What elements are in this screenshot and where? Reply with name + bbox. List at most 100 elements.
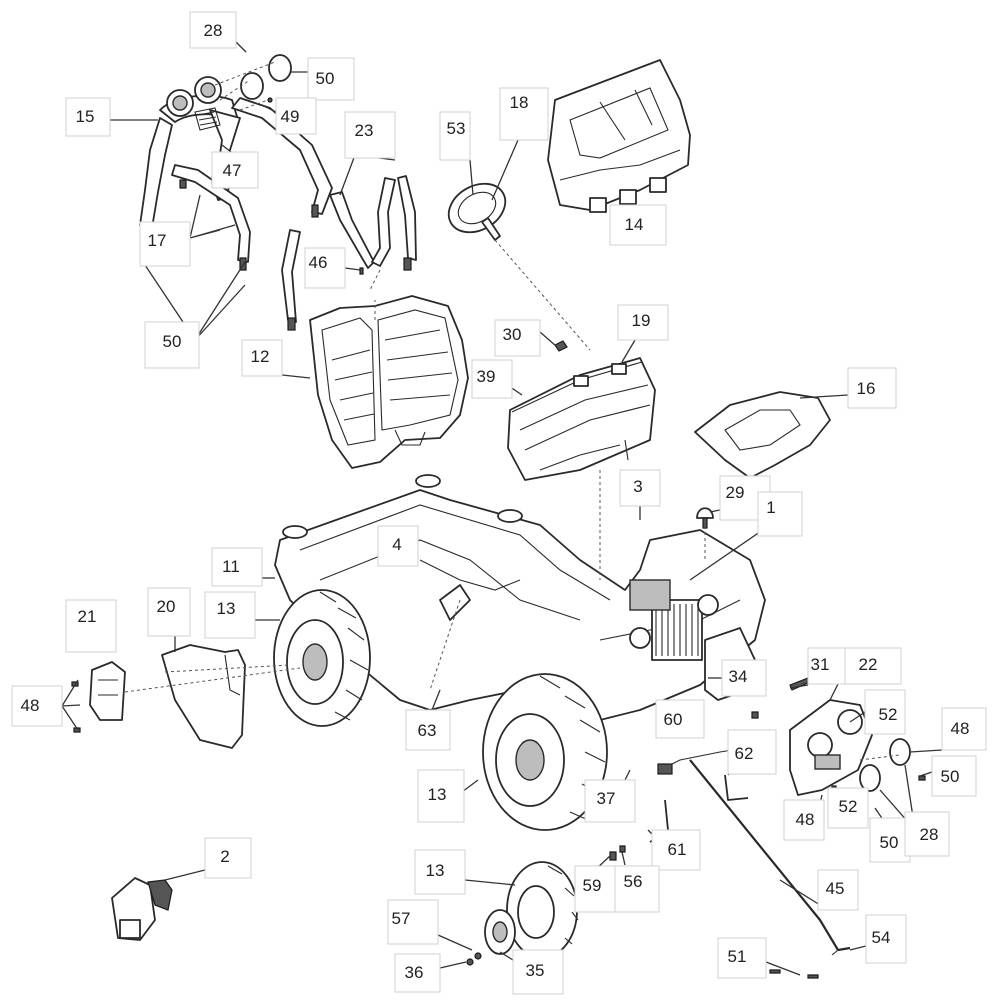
svg-text:56: 56 (624, 872, 643, 891)
seat (309, 295, 469, 469)
callout-30: 30 (494, 319, 541, 357)
callout-13: 13 (417, 769, 465, 823)
callout-20: 20 (147, 587, 191, 637)
callout-19: 19 (617, 304, 669, 341)
callout-1: 1 (757, 491, 803, 537)
callout-36: 36 (394, 953, 441, 993)
svg-text:50: 50 (880, 833, 899, 852)
svg-text:28: 28 (920, 825, 939, 844)
callout-61: 61 (651, 829, 701, 871)
svg-text:20: 20 (157, 597, 176, 616)
svg-text:15: 15 (76, 107, 95, 126)
battery (507, 340, 656, 481)
fender-panel (161, 644, 246, 749)
callout-39: 39 (471, 359, 513, 399)
svg-text:18: 18 (510, 93, 529, 112)
callout-60: 60 (655, 699, 705, 739)
svg-text:30: 30 (503, 325, 522, 344)
steering-wheel (447, 182, 591, 351)
callout-4: 4 (377, 525, 419, 567)
charger-plug (111, 877, 173, 941)
svg-text:45: 45 (826, 879, 845, 898)
callout-63: 63 (405, 709, 451, 751)
callout-50: 50 (144, 321, 200, 369)
callout-31: 31 (807, 647, 849, 685)
callout-51: 51 (717, 937, 767, 979)
callout-50: 50 (931, 755, 977, 797)
svg-text:48: 48 (21, 696, 40, 715)
callout-50: 50 (307, 57, 355, 101)
callout-13: 13 (414, 849, 466, 895)
callout-28: 28 (189, 11, 237, 49)
svg-text:50: 50 (163, 332, 182, 351)
callout-12: 12 (241, 339, 283, 377)
svg-text:11: 11 (222, 557, 240, 576)
callout-37: 37 (584, 779, 636, 823)
callout-35: 35 (512, 949, 564, 995)
wheel-hub (484, 909, 516, 955)
svg-text:29: 29 (726, 483, 745, 502)
tire-rear-left (273, 589, 371, 727)
svg-text:60: 60 (664, 710, 683, 729)
svg-text:52: 52 (839, 797, 858, 816)
svg-text:13: 13 (426, 861, 445, 880)
svg-text:62: 62 (735, 744, 754, 763)
svg-text:16: 16 (857, 379, 876, 398)
svg-text:51: 51 (728, 947, 747, 966)
callout-48: 48 (11, 685, 63, 727)
assembly-guide-lines (124, 269, 901, 761)
svg-text:21: 21 (78, 607, 97, 626)
svg-text:53: 53 (447, 119, 466, 138)
svg-text:34: 34 (729, 667, 748, 686)
callout-28: 28 (904, 811, 950, 857)
hood-cover (694, 391, 831, 479)
windshield-frame (547, 59, 691, 213)
callout-labels: 28 50 49 15 47 17 50 23 46 12 53 18 14 3… (11, 11, 987, 995)
svg-text:31: 31 (811, 655, 830, 674)
callout-11: 11 (211, 547, 263, 587)
callout-49: 49 (275, 97, 317, 135)
brake-rod (689, 759, 851, 956)
svg-text:3: 3 (633, 477, 642, 496)
svg-text:13: 13 (217, 599, 236, 618)
svg-text:47: 47 (223, 161, 242, 180)
svg-text:13: 13 (428, 785, 447, 804)
svg-text:48: 48 (796, 810, 815, 829)
callout-15: 15 (65, 97, 111, 137)
fastener-group (71, 677, 837, 979)
svg-text:19: 19 (632, 311, 651, 330)
svg-text:17: 17 (148, 231, 167, 250)
callout-2: 2 (204, 837, 252, 879)
svg-text:57: 57 (392, 909, 411, 928)
callout-52: 52 (864, 689, 906, 735)
svg-text:28: 28 (204, 21, 223, 40)
svg-text:23: 23 (355, 121, 374, 140)
callout-23: 23 (344, 111, 396, 159)
seat-belt-straps (281, 175, 417, 331)
svg-text:22: 22 (859, 655, 878, 674)
lens-group-right (859, 738, 926, 792)
callout-50: 50 (869, 817, 911, 863)
svg-text:61: 61 (668, 840, 687, 859)
callout-3: 3 (619, 469, 661, 507)
svg-text:4: 4 (392, 535, 401, 554)
svg-text:36: 36 (405, 963, 424, 982)
svg-text:48: 48 (951, 719, 970, 738)
callout-62: 62 (727, 729, 777, 775)
svg-text:49: 49 (281, 107, 300, 126)
svg-text:37: 37 (597, 789, 616, 808)
svg-text:39: 39 (477, 367, 496, 386)
callout-17: 17 (139, 221, 191, 267)
headlight-assembly (789, 699, 873, 796)
cap-nut (696, 507, 714, 529)
light-lens-group-top (214, 54, 292, 111)
callout-14: 14 (609, 204, 667, 246)
tire-front-right (482, 673, 608, 831)
callout-56: 56 (614, 865, 660, 913)
callout-59: 59 (574, 865, 616, 913)
callout-48: 48 (783, 799, 825, 841)
svg-text:2: 2 (220, 847, 229, 866)
axle-parts (466, 845, 626, 966)
spare-wheel (506, 861, 579, 959)
